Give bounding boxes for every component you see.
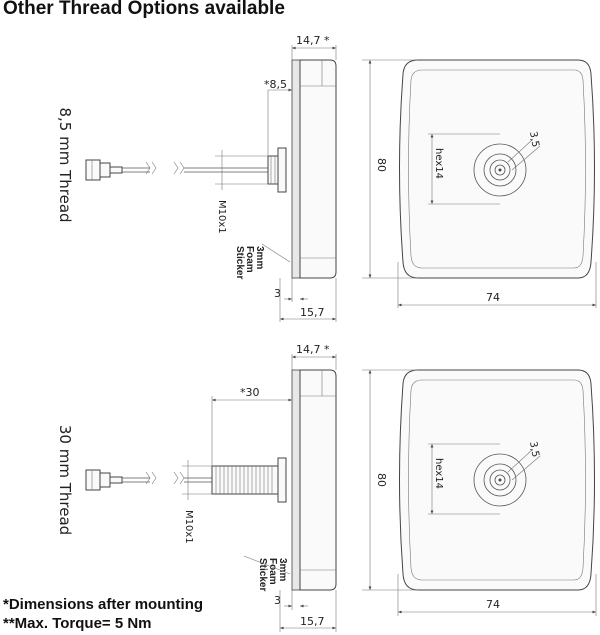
svg-text:Sticker: Sticker	[234, 246, 245, 279]
dim-connector: 3,5	[527, 441, 541, 459]
dim-foam: 3	[274, 287, 281, 300]
footnote-dimensions: *Dimensions after mounting	[3, 596, 204, 613]
dim-total-depth: 15,7	[300, 615, 325, 628]
dim-thread-length: *30	[240, 386, 260, 399]
dim-thread-size: M10x1	[183, 510, 194, 544]
thread-nut	[267, 147, 287, 193]
connector-front-icon	[473, 143, 527, 197]
dim-foam: 3	[274, 594, 281, 607]
connector-front-icon	[473, 453, 527, 507]
dim-connector: 3,5	[527, 131, 541, 149]
dim-width: 74	[486, 291, 500, 304]
page-title: Other Thread Options available	[3, 0, 285, 19]
view-8-5mm: 8,5 mm Thread	[56, 34, 597, 322]
foam-sticker-label: 3mm Foam Sticker	[234, 246, 265, 279]
dim-height: 80	[375, 473, 388, 487]
svg-text:3mm: 3mm	[277, 558, 288, 581]
dim-hex: hex14	[433, 458, 444, 489]
dim-total-depth: 15,7	[300, 306, 325, 319]
antenna-side-body	[291, 59, 337, 279]
cable	[122, 161, 268, 175]
thread-label: 30 mm Thread	[56, 425, 74, 535]
dim-thread-length: *8,5	[264, 78, 287, 91]
dim-height: 80	[375, 158, 388, 172]
dim-thread-size: M10x1	[216, 200, 227, 234]
dim-width: 74	[486, 598, 500, 611]
antenna-front-body	[399, 59, 595, 279]
sma-connector-icon	[85, 159, 123, 181]
dim-body-depth: 14,7 *	[296, 34, 330, 47]
dim-hex: hex14	[433, 148, 444, 179]
antenna-front-body	[399, 369, 595, 591]
thread-label: 8,5 mm Thread	[56, 107, 74, 222]
antenna-side-body	[291, 369, 337, 591]
footnotes: *Dimensions after mounting **Max. Torque…	[3, 595, 203, 633]
thread-long	[211, 457, 287, 503]
svg-text:Foam: Foam	[267, 558, 278, 585]
view-30mm: 30 mm Thread	[56, 343, 597, 632]
svg-text:3mm: 3mm	[254, 246, 265, 269]
svg-text:Sticker: Sticker	[257, 558, 268, 591]
foam-sticker-label: 3mm Foam Sticker	[257, 558, 288, 591]
cable	[122, 471, 212, 485]
dim-body-depth: 14,7 *	[296, 343, 330, 356]
sma-connector-icon	[85, 469, 123, 491]
footnote-torque: **Max. Torque= 5 Nm	[3, 615, 152, 632]
svg-text:Foam: Foam	[244, 246, 255, 273]
